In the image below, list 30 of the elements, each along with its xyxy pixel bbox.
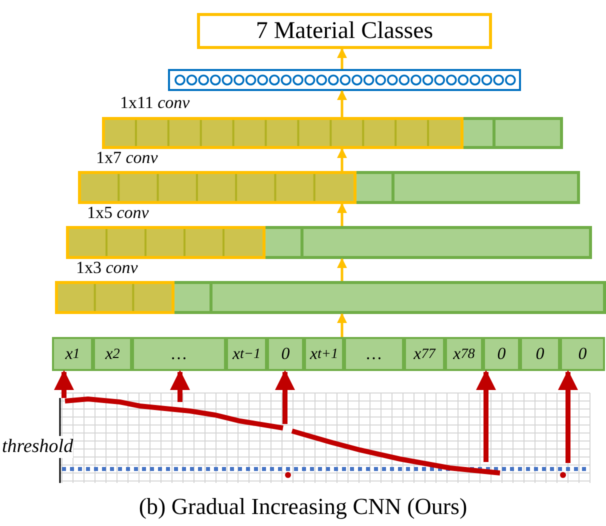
arrow <box>337 203 347 226</box>
layer-label: 1x11 conv <box>120 93 190 113</box>
arrow <box>558 370 578 463</box>
sequence-cell: … <box>344 337 404 371</box>
layer-label: 1x7 conv <box>96 148 158 168</box>
arrow <box>275 370 295 424</box>
threshold-label: threshold <box>2 436 74 458</box>
conv-layer-bar <box>55 281 606 314</box>
sequence-cell: 0 <box>520 337 560 371</box>
layer-bar <box>52 337 605 371</box>
arrow <box>337 48 347 69</box>
conv-layer-bar <box>66 226 592 259</box>
arrow <box>476 370 496 462</box>
output-box: 7 Material Classes <box>197 13 492 49</box>
sequence-cell: 0 <box>560 337 605 371</box>
arrow <box>170 370 190 402</box>
conv-layer-bar <box>102 117 563 149</box>
layer-label: 1x5 conv <box>87 203 149 223</box>
caption: (b) Gradual Increasing CNN (Ours) <box>138 494 468 520</box>
sequence-cell: 0 <box>483 337 520 371</box>
arrow <box>337 313 347 337</box>
arrow <box>337 148 347 171</box>
fully-connected-layer <box>168 69 521 91</box>
arrow <box>337 90 347 117</box>
layer-label: 1x3 conv <box>76 258 138 278</box>
arrow <box>54 370 74 398</box>
conv-layer-bar <box>78 171 580 204</box>
sequence-cell: 0 <box>267 337 304 371</box>
sequence-cell: … <box>132 337 226 371</box>
arrow <box>337 258 347 281</box>
